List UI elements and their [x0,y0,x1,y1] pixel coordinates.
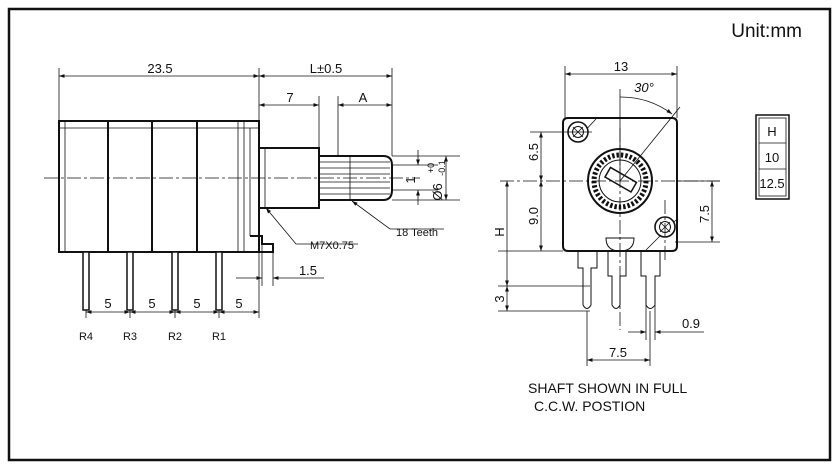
caption-line-1: SHAFT SHOWN IN FULL [528,380,687,396]
dim-pin-span: 7.5 [609,345,627,360]
dim-pin-length: 3 [492,295,507,302]
dim-width: 13 [614,59,628,74]
dim-pin-pitch-4: 5 [235,296,242,311]
dim-flat-depth: 1 [403,176,418,183]
dim-angle: 30° [634,80,654,95]
dim-top-hole: 6.5 [526,143,541,161]
dim-shaft-tol-upper: +0 [426,163,436,173]
pin-label-r3: R3 [123,331,137,343]
dim-center-to-bottom: 9.0 [526,207,541,225]
dim-height-h: H [492,227,507,236]
angle-arc [619,96,673,115]
dim-shaft-diameter: Ø6 [430,183,445,200]
h-table-value-2: 12.5 [759,176,784,191]
caption-line-2: C.C.W. POSTION [534,398,645,414]
dim-shaft-length: L±0.5 [310,61,342,76]
pin-label-r1: R1 [212,331,226,343]
dim-shaft-tol-lower: -0.1 [437,160,447,176]
h-table-header: H [767,124,776,139]
dim-bracket-offset: 1.5 [299,263,317,278]
pin-label-r2: R2 [168,331,182,343]
drawing-frame [7,7,832,462]
body-outline [58,120,260,253]
dim-pin-width: 0.9 [682,316,700,331]
front-housing [562,117,678,252]
dim-pin-pitch-2: 5 [148,296,155,311]
front-view: 13 30° 6.5 9.0 H 3 7.5 0.9 [492,59,720,414]
h-table-value-1: 10 [765,150,779,165]
h-value-table: H 10 12.5 [755,114,790,200]
dim-knurl-length: A [359,90,368,105]
teeth-label: 18 Teeth [396,227,438,239]
dim-right-hole: 7.5 [697,205,712,223]
thread-label: M7X0.75 [310,240,354,252]
front-terminals [577,251,661,309]
dim-pin-pitch-3: 5 [193,296,200,311]
pin-label-r4: R4 [79,331,93,343]
dim-body-length: 23.5 [147,61,172,76]
side-view: 23.5 L±0.5 7 A 1 Ø6 +0 -0.1 M7X0.75 [44,61,460,343]
unit-label: Unit:mm [731,21,802,42]
dim-pin-pitch-1: 5 [104,296,111,311]
dim-bushing-length: 7 [286,90,293,105]
